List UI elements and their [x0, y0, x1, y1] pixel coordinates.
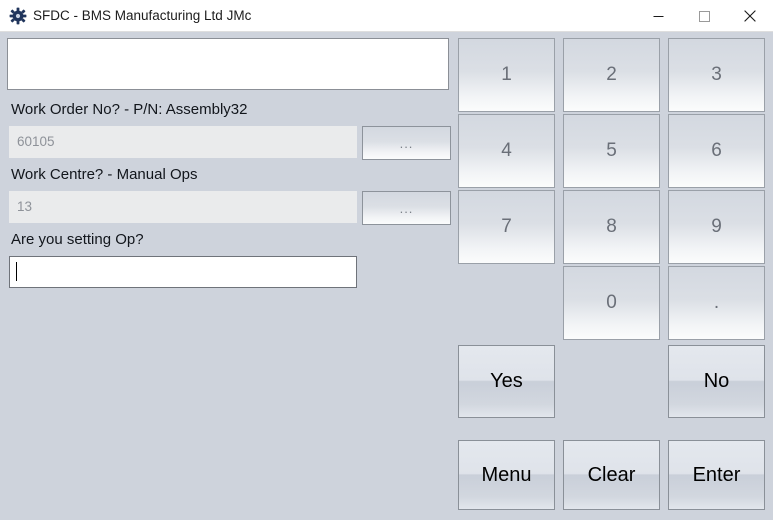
keypad-key-7[interactable]: 7 — [458, 190, 555, 264]
work-centre-input[interactable] — [9, 191, 357, 223]
minimize-icon[interactable] — [635, 0, 681, 32]
keypad-key-4[interactable]: 4 — [458, 114, 555, 188]
title-bar: SFDC - BMS Manufacturing Ltd JMc — [0, 0, 773, 32]
setting-op-input[interactable] — [9, 256, 357, 288]
enter-button[interactable]: Enter — [668, 440, 765, 510]
work-centre-label: Work Centre? - Manual Ops — [11, 166, 198, 183]
work-order-input[interactable] — [9, 126, 357, 158]
window-title: SFDC - BMS Manufacturing Ltd JMc — [33, 8, 252, 23]
gear-icon — [9, 7, 27, 25]
work-centre-browse-button[interactable]: ... — [362, 191, 451, 225]
message-display-box — [7, 38, 449, 90]
text-caret — [16, 262, 17, 281]
keypad-key-6[interactable]: 6 — [668, 114, 765, 188]
keypad-key-decimal[interactable]: . — [668, 266, 765, 340]
clear-button[interactable]: Clear — [563, 440, 660, 510]
keypad-key-0[interactable]: 0 — [563, 266, 660, 340]
keypad-key-2[interactable]: 2 — [563, 38, 660, 112]
yes-button[interactable]: Yes — [458, 345, 555, 418]
keypad-key-3[interactable]: 3 — [668, 38, 765, 112]
work-order-label: Work Order No? - P/N: Assembly32 — [11, 101, 248, 118]
keypad-key-1[interactable]: 1 — [458, 38, 555, 112]
setting-op-label: Are you setting Op? — [11, 231, 144, 248]
keypad-key-8[interactable]: 8 — [563, 190, 660, 264]
menu-button[interactable]: Menu — [458, 440, 555, 510]
keypad-key-5[interactable]: 5 — [563, 114, 660, 188]
no-button[interactable]: No — [668, 345, 765, 418]
keypad-key-9[interactable]: 9 — [668, 190, 765, 264]
work-order-browse-button[interactable]: ... — [362, 126, 451, 160]
close-icon[interactable] — [727, 0, 773, 32]
maximize-icon[interactable] — [681, 0, 727, 32]
